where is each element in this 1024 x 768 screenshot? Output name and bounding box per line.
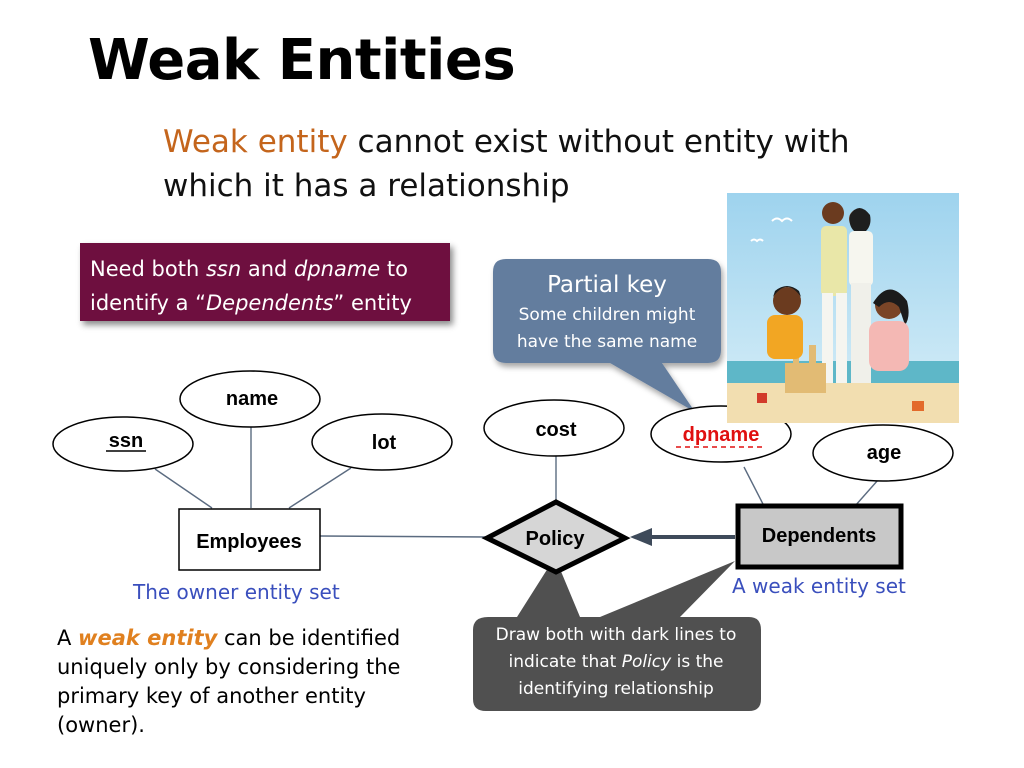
- ssn-label: ssn: [109, 430, 143, 452]
- employees-policy-connector: [319, 535, 488, 538]
- definition-accent: weak entity: [78, 626, 218, 650]
- boy-hair: [773, 286, 801, 297]
- shovel-icon: [912, 401, 924, 411]
- seagull-icon: [750, 238, 764, 243]
- mother-pants: [851, 283, 871, 383]
- father-shirt: [821, 226, 847, 296]
- note-text: Need both: [90, 257, 206, 281]
- name-label: name: [226, 388, 278, 410]
- arrow-head: [630, 528, 652, 546]
- girl-hair: [873, 289, 909, 325]
- partial-key-heading: Partial key: [547, 272, 667, 298]
- slide-title: Weak Entities: [88, 28, 516, 93]
- girl-dress: [869, 321, 909, 371]
- note-dpname: dpname: [294, 257, 381, 281]
- dpname-label: dpname: [683, 424, 760, 446]
- note-dependents: Dependents: [206, 291, 334, 315]
- boy-head: [773, 287, 801, 315]
- mother-top: [849, 231, 873, 286]
- family-illustration: [727, 193, 959, 423]
- note-text: to identify a “: [90, 257, 408, 315]
- ssn-attribute: [52, 416, 194, 472]
- seagull-icon: [771, 217, 793, 223]
- cost-attribute: [483, 399, 625, 457]
- age-label: age: [867, 442, 901, 464]
- mother-hair: [849, 208, 871, 231]
- callout-policy: Policy: [621, 652, 672, 672]
- bucket-icon: [757, 393, 767, 403]
- lot-connector: [288, 467, 352, 509]
- subtitle-accent: Weak entity: [163, 124, 348, 160]
- lot-attribute: [311, 413, 453, 471]
- weak-entity-label: A weak entity set: [732, 574, 906, 598]
- identifying-callout-text: Draw both with dark lines to indicate th…: [478, 622, 754, 703]
- subtitle-rest: cannot exist without entity with which i…: [163, 124, 850, 204]
- dependents-label: Dependents: [762, 525, 876, 547]
- definition-text: A: [57, 626, 79, 650]
- definition-text: can be identified uniquely only by consi…: [57, 626, 401, 737]
- age-connector: [854, 479, 879, 507]
- note-text: ” entity: [333, 291, 412, 315]
- cost-label: cost: [535, 419, 576, 441]
- father-leg: [822, 293, 833, 383]
- ssn-connector: [154, 468, 213, 509]
- identifying-relationship-callout: [473, 557, 761, 711]
- note-text: and: [241, 257, 295, 281]
- boy-shirt: [767, 315, 803, 359]
- policy-relationship: [481, 499, 631, 575]
- partial-key-callout: [493, 259, 721, 412]
- callout-text: is the identifying relationship: [518, 652, 724, 699]
- lot-label: lot: [372, 432, 397, 454]
- partial-key-line2: have the same name: [516, 332, 698, 352]
- note-ssn: ssn: [205, 257, 242, 281]
- employees-entity: [178, 508, 321, 571]
- father-head: [822, 202, 844, 224]
- dpname-connector: [743, 466, 765, 507]
- callout-text: Draw both with dark lines to indicate th…: [495, 625, 737, 672]
- weak-entity-definition: A weak entity can be identified uniquely…: [57, 624, 437, 740]
- slide-subtitle: Weak entity cannot exist without entity …: [163, 120, 923, 208]
- partial-key-line1: Some children might: [518, 305, 696, 325]
- owner-entity-label: The owner entity set: [133, 580, 340, 604]
- name-attribute: [179, 370, 321, 428]
- employees-label: Employees: [196, 531, 302, 553]
- partial-key-callout-text: Partial key Some children might have the…: [493, 268, 721, 356]
- dependents-entity: [735, 503, 904, 570]
- age-attribute: [812, 424, 954, 482]
- father-leg: [836, 293, 847, 383]
- identification-note: Need both ssn and dpname to identify a “…: [80, 243, 450, 321]
- policy-label: Policy: [526, 528, 586, 550]
